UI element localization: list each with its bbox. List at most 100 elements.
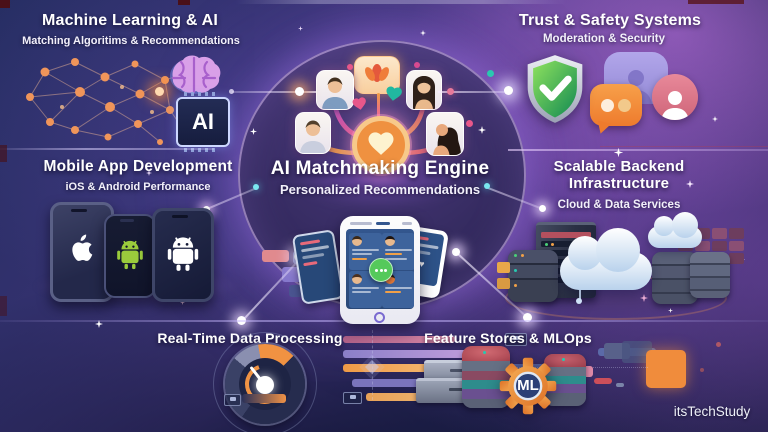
ai-chip-icon: AI — [176, 92, 230, 152]
divider-top-right — [508, 149, 768, 151]
accent-dot — [487, 70, 494, 77]
user-avatar-icon — [322, 77, 348, 109]
watermark: itsTechStudy — [673, 404, 751, 419]
chat-dot — [618, 98, 631, 112]
decor-tile — [622, 341, 652, 363]
cloud-icon — [648, 212, 702, 248]
decor-chip — [497, 262, 510, 273]
sparkle-icon — [712, 116, 718, 122]
red-speck — [716, 342, 721, 347]
ml-subtitle: Matching Algoritims & Recommendations — [22, 35, 240, 47]
chat-bubble-tail — [594, 120, 612, 136]
feature-store-db-icon — [462, 346, 510, 408]
edge-artifact — [688, 0, 744, 4]
gauge-outer-ring — [213, 332, 317, 432]
storage-box-icon — [416, 378, 470, 403]
sparkle-icon — [95, 320, 103, 328]
edge-artifact — [178, 0, 190, 5]
divider-top-right-red-tint — [600, 146, 768, 147]
edge-artifact — [0, 0, 10, 8]
user-avatar-icon — [300, 120, 326, 153]
phone-notch — [172, 215, 188, 218]
sparkle-icon — [250, 128, 257, 135]
connector-right-horizontal — [438, 91, 510, 93]
profile-card-man-2 — [295, 112, 331, 154]
chip-pins-top — [184, 92, 218, 96]
profile-card-man-1 — [316, 70, 354, 110]
top-edge-glare — [236, 0, 566, 4]
tablet-camera — [376, 222, 390, 225]
glow-orb — [155, 87, 164, 96]
data-bars-icon — [352, 379, 448, 387]
trust-subtitle: Moderation & Security — [542, 33, 666, 45]
data-chip — [505, 333, 527, 346]
phone-notch — [120, 219, 134, 222]
chip-pins-bottom — [184, 148, 218, 152]
gauge-icon — [225, 344, 305, 424]
phone-android-1 — [104, 214, 156, 298]
data-bars-icon — [343, 336, 455, 343]
connector-left-horizontal — [232, 91, 316, 93]
tablet-button-strip — [402, 222, 412, 225]
decor-tile — [262, 250, 289, 262]
accent-dot — [347, 64, 353, 70]
sparkle-icon — [478, 126, 486, 134]
decor-orange-square — [646, 350, 686, 388]
ai-chip-label: AI — [192, 109, 214, 134]
android-robot-icon — [116, 238, 144, 275]
ml-gear-label: ML — [517, 377, 539, 394]
sparkle-icon — [614, 148, 623, 157]
data-chip — [343, 392, 362, 404]
connector-node — [539, 205, 546, 212]
tablet-mockup — [340, 216, 420, 324]
heart-icon — [350, 95, 369, 117]
heart-icon — [366, 129, 396, 162]
mobile-subtitle: iOS & Android Performance — [65, 181, 211, 193]
data-bars-icon — [343, 350, 493, 358]
connector-node-cyan — [253, 184, 259, 190]
heart-hub — [352, 116, 410, 174]
flower-card — [354, 56, 400, 94]
divider-top-left — [0, 148, 214, 150]
cloud-drop-dot — [576, 298, 582, 304]
chat-bubble-icon — [590, 84, 642, 126]
apple-logo-icon — [67, 233, 97, 272]
gauge-center — [256, 376, 274, 394]
sparkle-icon — [146, 170, 152, 176]
user-avatar-icon — [413, 76, 435, 109]
android-robot-icon — [166, 234, 200, 277]
decor-tile — [594, 378, 612, 384]
accent-dot — [466, 120, 473, 127]
database-icon — [690, 252, 730, 298]
mlops-title: Feature Stores & MLOps — [424, 330, 592, 346]
accent-dot — [414, 62, 420, 68]
database-icon — [508, 250, 558, 302]
center-subtitle: Personalized Recommendations — [279, 182, 481, 197]
feature-store-db-icon — [544, 354, 586, 406]
flower-icon — [363, 60, 391, 91]
chat-bubble-icon — [369, 258, 393, 282]
data-bars-icon — [343, 364, 461, 372]
connector-node — [229, 89, 234, 94]
cloud-drop-line — [579, 290, 581, 299]
mobile-title: Mobile App Development — [43, 158, 233, 175]
sparkle-icon — [420, 30, 426, 36]
profile-card-woman-1 — [406, 70, 442, 110]
connector-node — [523, 313, 532, 322]
trust-title: Trust & Safety Systems — [518, 12, 702, 29]
storage-box-icon — [424, 360, 468, 383]
data-bars-icon — [242, 394, 286, 403]
red-speck — [700, 368, 704, 372]
sparkle-icon — [180, 300, 185, 305]
profile-card-woman-2 — [426, 112, 464, 156]
tablet-speaker — [350, 222, 372, 225]
center-title: AI Matchmaking Engine — [270, 158, 490, 179]
glow-orb — [295, 87, 304, 96]
connector-node-cyan — [484, 183, 490, 189]
user-avatar-icon — [433, 124, 461, 155]
ml-gear-icon: ML — [496, 354, 560, 418]
decor-tile — [616, 383, 624, 387]
sparkle-icon — [668, 308, 673, 313]
glow-orb — [504, 86, 513, 95]
tablet-home-button — [374, 312, 385, 323]
